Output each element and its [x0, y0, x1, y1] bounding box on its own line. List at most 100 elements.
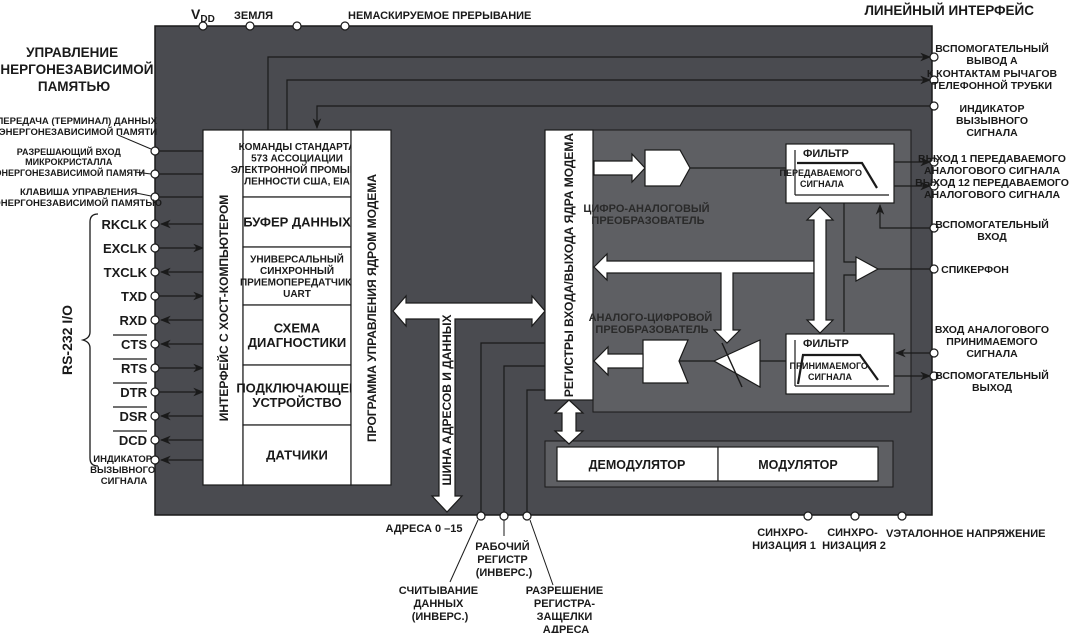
- rs232-pin-lines: [159, 219, 205, 465]
- rs232-pin-label: DCD: [119, 433, 147, 448]
- line-interface-pin: [929, 223, 939, 233]
- ring-indicator-left-label: ИНДИКАТОР ВЫЗЫВНОГО СИГНАЛА: [90, 454, 158, 487]
- tx-filter-label: ПЕРЕДАВАЕМОГО СИГНАЛА: [780, 168, 865, 189]
- pin-ground: [245, 21, 255, 31]
- nvm-data-label: ПЕРЕДАЧА (ТЕРМИНАЛ) ДАННЫХ ЭНЕРГОНЕЗАВИС…: [0, 116, 160, 138]
- modulator-block: [717, 446, 879, 482]
- filters-double-arrow: [805, 206, 835, 334]
- rs232-pin: [150, 411, 160, 421]
- bus-label: ШИНА АДРЕСОВ И ДАННЫХ: [440, 315, 454, 486]
- line-interface-pin: [929, 264, 939, 274]
- line-interface-pin: [929, 101, 939, 111]
- variable-gain-amplifier: [712, 339, 761, 389]
- adc-label: АНАЛОГО-ЦИФРОВОЙ ПРЕОБРАЗОВАТЕЛЬ: [589, 311, 716, 336]
- tx-filter-block: [785, 143, 895, 204]
- rx-filter-label: ПРИНИМАЕМОГО СИГНАЛА: [790, 361, 871, 382]
- line-interface-pin: [929, 181, 939, 191]
- rs232-brace: [80, 213, 99, 467]
- host-block: [242, 424, 352, 486]
- read-data-label: СЧИТЫВАНИЕ ДАННЫХ (ИНВЕРС.): [399, 585, 481, 623]
- rs232-pin: [150, 267, 160, 277]
- nvm-pin-lines: [155, 150, 203, 198]
- core-program-block: [350, 129, 392, 486]
- host-block-label: БУФЕР ДАННЫХ: [243, 215, 351, 230]
- address-latch-label: РАЗРЕШЕНИЕ РЕГИСТРА- ЗАЩЕЛКИ АДРЕСА: [526, 585, 607, 633]
- pin-sync1: [803, 511, 813, 521]
- work-register-label: РАБОЧИЙ РЕГИСТР (ИНВЕРС.): [475, 540, 532, 579]
- io-registers-label: РЕГИСТРЫ ВХОДА/ВЫХОДА ЯДРА МОДЕМА: [562, 133, 576, 398]
- rs232-pin-label: TXD: [121, 289, 147, 304]
- dac-symbol: [644, 149, 691, 187]
- sync1-label: СИНХРО- НИЗАЦИЯ 1: [752, 527, 816, 552]
- top-pins: [198, 21, 350, 31]
- line-interface-title: ЛИНЕЙНЫЙ ИНТЕРФЕЙС: [864, 3, 1034, 18]
- sync2-label: СИНХРО- НИЗАЦИЯ 2: [822, 527, 886, 552]
- line-interface-pin: [929, 348, 939, 358]
- core-program-label: ПРОГРАММА УПРАВЛЕНИЯ ЯДРОМ МОДЕМА: [365, 174, 379, 442]
- rs232-group-label: RS-232 I/O: [59, 305, 75, 375]
- host-block: [242, 196, 352, 248]
- pin-ring-indicator-left: [150, 455, 160, 465]
- vref-label: VЭТАЛОННОЕ НАПРЯЖЕНИЕ: [886, 528, 1045, 540]
- bottom-control-lines: [480, 342, 545, 515]
- host-block: [242, 304, 352, 366]
- dac-label: ЦИФРО-АНАЛОГОВЫЙ ПРЕОБРАЗОВАТЕЛЬ: [583, 202, 712, 227]
- pin-vref: [897, 511, 907, 521]
- host-interface-label: ИНТЕРФЕЙС С ХОСТ-КОМПЬЮТЕРОМ: [216, 195, 231, 422]
- nvm-enable-label: РАЗРЕШАЮЩИЙ ВХОД МИКРОКРИСТАЛЛА ЭНЕРГОНЕ…: [0, 146, 145, 178]
- rx-filter-response-icon: [794, 340, 889, 387]
- rs232-pin-label: RTS: [121, 361, 147, 376]
- host-block-label: ДАТЧИКИ: [266, 448, 328, 463]
- io-registers-block: [544, 129, 594, 401]
- pin-address-latch: [522, 511, 532, 521]
- adc-symbol: [642, 339, 689, 384]
- modulator-label: МОДУЛЯТОР: [758, 458, 837, 472]
- rs232-pin: [150, 339, 160, 349]
- tx-filter-title: ФИЛЬТР: [803, 148, 849, 160]
- rx-filter-io-lines: [894, 348, 932, 381]
- pin-work-register: [499, 511, 509, 521]
- pin-nvm-enable: [150, 169, 160, 179]
- rs232-pin: [150, 315, 160, 325]
- line-interface-pin-label: СПИКЕРФОН: [941, 264, 1009, 276]
- speakerphone-amplifier: [855, 255, 880, 283]
- top-signal-lines: [267, 52, 932, 130]
- address-data-bus-arrow: [392, 294, 546, 513]
- rs232-pin-label: CTS: [121, 337, 147, 352]
- rx-filter-title: ФИЛЬТР: [803, 338, 849, 350]
- pin-nc: [292, 21, 302, 31]
- rs232-pin: [150, 435, 160, 445]
- address-label: АДРЕСА 0 –15: [385, 523, 462, 535]
- line-interface-pin: [929, 157, 939, 167]
- pin-nvm-data: [150, 146, 160, 156]
- rs232-pin-label: DTR: [120, 385, 147, 400]
- registers-demod-arrow: [553, 399, 585, 445]
- pin-nvm-key: [150, 192, 160, 202]
- line-interface-pin: [929, 371, 939, 381]
- nvm-key-label: КЛАВИША УПРАВЛЕНИЯ ЭНЕРГОНЕЗАВИСИМОЙ ПАМ…: [0, 187, 162, 209]
- internal-bus-arrow: [593, 252, 815, 344]
- tx-filter-output-lines: [875, 157, 932, 229]
- rs232-pin: [150, 387, 160, 397]
- adc-output-arrow: [593, 345, 644, 377]
- bottom-pins: [476, 511, 907, 521]
- variable-gain-slash: [721, 342, 743, 388]
- rs232-pin: [150, 219, 160, 229]
- rs232-pin: [150, 243, 160, 253]
- line-interface-pin: [929, 52, 939, 62]
- dac-input-arrow: [593, 152, 646, 184]
- host-block: [242, 364, 352, 426]
- vdd-label: VDD: [191, 6, 215, 25]
- rs232-pin-label: TXCLK: [104, 265, 148, 280]
